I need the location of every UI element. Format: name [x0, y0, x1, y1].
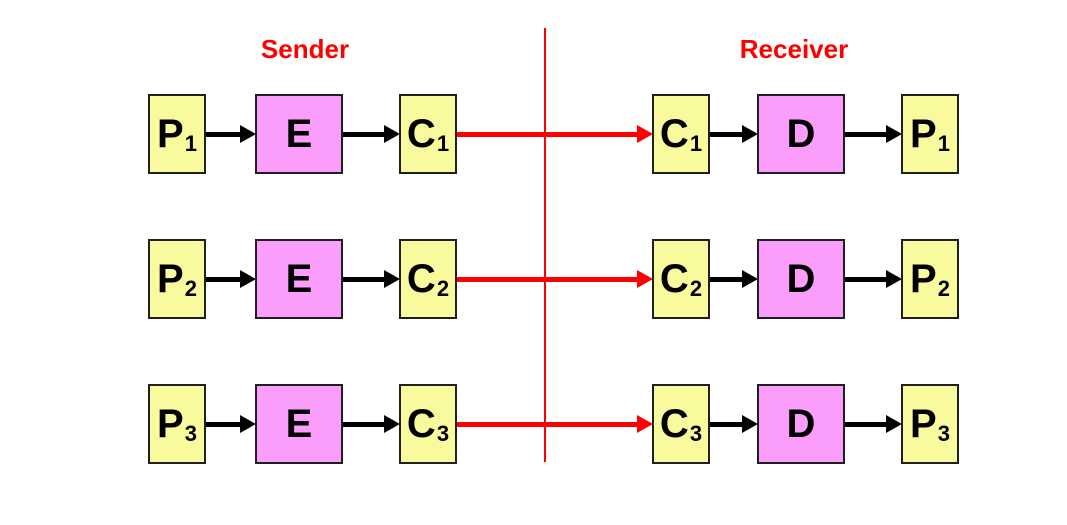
- black-arrow-icon: [343, 415, 400, 433]
- decrypt-label: D: [786, 257, 816, 301]
- encrypt-label: E: [285, 112, 313, 156]
- black-arrow-icon: [710, 125, 758, 143]
- decrypt-box: D: [757, 384, 845, 464]
- black-arrow-icon: [206, 415, 256, 433]
- decrypt-label: D: [786, 402, 816, 446]
- encrypt-box: E: [255, 384, 343, 464]
- encrypt-box: E: [255, 239, 343, 319]
- black-arrow-icon: [206, 270, 256, 288]
- ciphertext-label: C: [659, 402, 689, 446]
- red-transmission-arrow-icon: [457, 125, 653, 143]
- plaintext-label: P: [157, 402, 184, 446]
- plaintext-label: P: [910, 112, 937, 156]
- plaintext-subscript: 1: [184, 131, 197, 156]
- black-arrow-icon: [343, 125, 400, 143]
- black-arrow-icon: [710, 415, 758, 433]
- plaintext-subscript: 2: [937, 276, 950, 301]
- ciphertext-subscript: 3: [689, 421, 703, 446]
- plaintext-subscript: 2: [184, 276, 197, 301]
- ciphertext-label: C: [406, 257, 436, 301]
- black-arrow-icon: [845, 415, 902, 433]
- ciphertext-subscript: 1: [689, 131, 703, 156]
- ciphertext-subscript: 2: [436, 276, 450, 301]
- encrypt-label: E: [285, 402, 313, 446]
- plaintext-label: P: [157, 112, 184, 156]
- decrypt-box: D: [757, 239, 845, 319]
- ciphertext-label: C: [659, 257, 689, 301]
- encrypt-label: E: [285, 257, 313, 301]
- black-arrow-icon: [845, 270, 902, 288]
- plaintext-label: P: [910, 257, 937, 301]
- ciphertext-subscript: 2: [689, 276, 703, 301]
- plaintext-label: P: [157, 257, 184, 301]
- ciphertext-subscript: 1: [436, 131, 450, 156]
- sender-title: Sender: [260, 34, 350, 64]
- plaintext-subscript: 3: [937, 421, 950, 446]
- black-arrow-icon: [206, 125, 256, 143]
- ciphertext-label: C: [659, 112, 689, 156]
- ciphertext-label: C: [406, 112, 436, 156]
- decrypt-label: D: [786, 112, 816, 156]
- receiver-title: Receiver: [739, 34, 849, 64]
- plaintext-label: P: [910, 402, 937, 446]
- plaintext-subscript: 3: [184, 421, 197, 446]
- ciphertext-label: C: [406, 402, 436, 446]
- black-arrow-icon: [710, 270, 758, 288]
- black-arrow-icon: [845, 125, 902, 143]
- encrypt-box: E: [255, 94, 343, 174]
- red-transmission-arrow-icon: [457, 270, 653, 288]
- channel-divider-line: [544, 28, 546, 462]
- ciphertext-subscript: 3: [436, 421, 450, 446]
- black-arrow-icon: [343, 270, 400, 288]
- plaintext-subscript: 1: [937, 131, 950, 156]
- decrypt-box: D: [757, 94, 845, 174]
- red-transmission-arrow-icon: [457, 415, 653, 433]
